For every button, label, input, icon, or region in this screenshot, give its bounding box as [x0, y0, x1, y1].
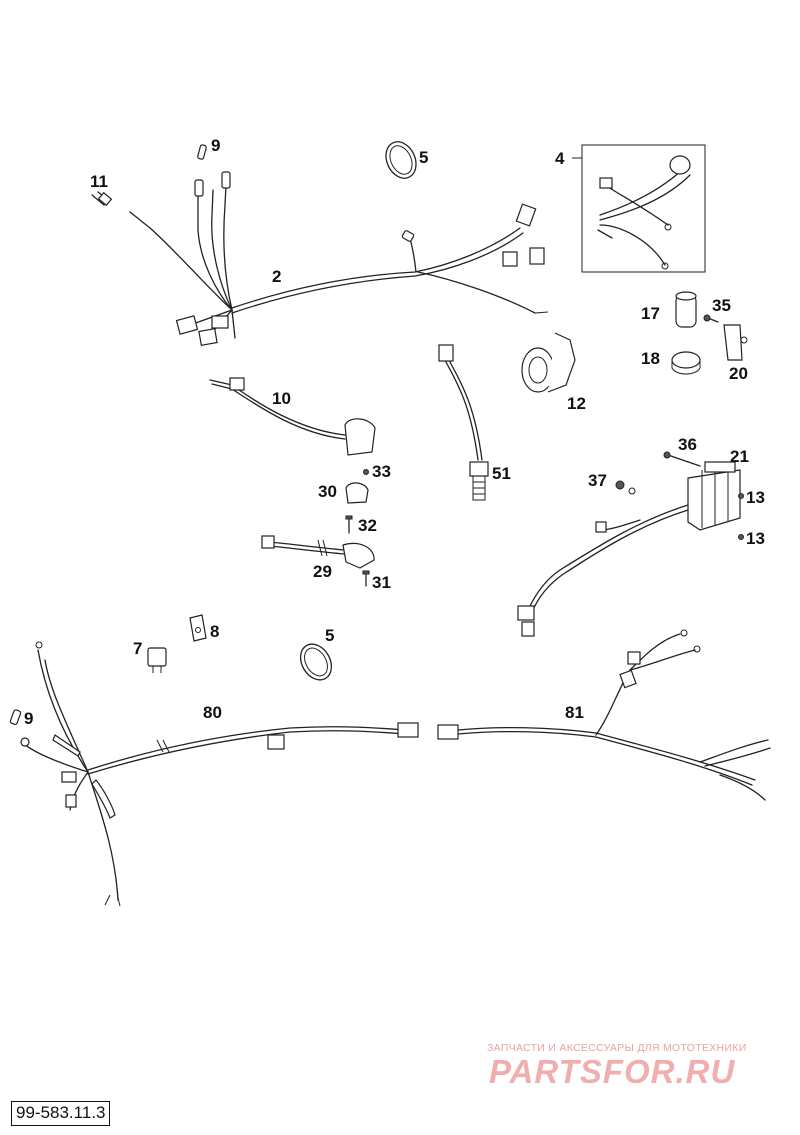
callout-13-upper: 13 [746, 488, 765, 507]
part-20-bracket[interactable] [723, 324, 748, 361]
callout-20: 20 [729, 364, 748, 383]
callout-30: 30 [318, 482, 337, 501]
part-8-bracket[interactable] [189, 614, 207, 642]
part-80-front-harness[interactable] [20, 641, 419, 907]
callout-80: 80 [203, 703, 222, 722]
callout-12: 12 [567, 394, 586, 413]
callout-17: 17 [641, 304, 660, 323]
part-35-screw[interactable] [703, 314, 719, 323]
callout-13-lower: 13 [746, 529, 765, 548]
part-11-connector[interactable] [91, 191, 113, 207]
part-37-screw[interactable] [615, 480, 636, 495]
callout-9-left: 9 [24, 709, 34, 728]
callout-33: 33 [372, 462, 391, 481]
callout-29: 29 [313, 562, 332, 581]
callout-9-top: 9 [211, 136, 221, 155]
callout-18: 18 [641, 349, 660, 368]
callout-2: 2 [272, 267, 282, 286]
part-13-nut-upper[interactable] [738, 493, 744, 499]
part-5-cable-tie-lower[interactable] [294, 639, 337, 686]
callout-5-top: 5 [419, 148, 429, 167]
callout-4: 4 [555, 149, 565, 168]
part-21-regulator[interactable] [517, 461, 741, 637]
part-9-connector-left[interactable] [9, 709, 22, 725]
part-2-main-harness[interactable] [129, 171, 549, 346]
callout-51: 51 [492, 464, 511, 483]
part-51-pressure-switch[interactable] [438, 344, 489, 501]
part-9-connector-top[interactable] [197, 144, 207, 160]
part-36-bolt[interactable] [663, 451, 701, 467]
callout-8: 8 [210, 622, 220, 641]
callout-35: 35 [712, 296, 731, 315]
part-12-horn[interactable] [521, 332, 576, 393]
callout-37: 37 [588, 471, 607, 490]
part-13-nut-lower[interactable] [738, 534, 744, 540]
watermark: ЗАПЧАСТИ И АКСЕССУАРЫ ДЛЯ МОТОТЕХНИКИ PA… [487, 1042, 787, 1093]
part-30-clamp[interactable] [345, 482, 369, 504]
callout-5-lower: 5 [325, 626, 335, 645]
diagram-reference-number: 99-583.11.3 [11, 1101, 111, 1126]
part-31-screw[interactable] [362, 570, 370, 587]
part-4-sub-harness-box[interactable] [572, 144, 706, 273]
callout-11: 11 [90, 172, 108, 191]
watermark-subtitle: ЗАПЧАСТИ И АКСЕССУАРЫ ДЛЯ МОТОТЕХНИКИ [487, 1042, 747, 1054]
callout-10: 10 [272, 389, 291, 408]
watermark-logo: PARTSFOR.RU [489, 1053, 735, 1090]
callout-21: 21 [730, 447, 749, 466]
part-10-switch[interactable] [209, 377, 376, 456]
part-29-sensor-cable[interactable] [261, 535, 375, 569]
part-32-screw[interactable] [345, 515, 353, 534]
part-33-screw[interactable] [363, 469, 369, 475]
part-17-cylinder[interactable] [675, 291, 697, 328]
callout-31: 31 [372, 573, 391, 592]
watermark-logo-text: PARTSFOR.RU [489, 1054, 735, 1088]
callout-7: 7 [133, 639, 143, 658]
part-18-cap[interactable] [671, 351, 701, 375]
part-5-cable-tie-top[interactable] [380, 137, 421, 183]
callout-36: 36 [678, 435, 697, 454]
part-7-relay[interactable] [147, 647, 167, 673]
callout-32: 32 [358, 516, 377, 535]
callout-81: 81 [565, 703, 584, 722]
part-81-rear-harness[interactable] [437, 629, 771, 801]
